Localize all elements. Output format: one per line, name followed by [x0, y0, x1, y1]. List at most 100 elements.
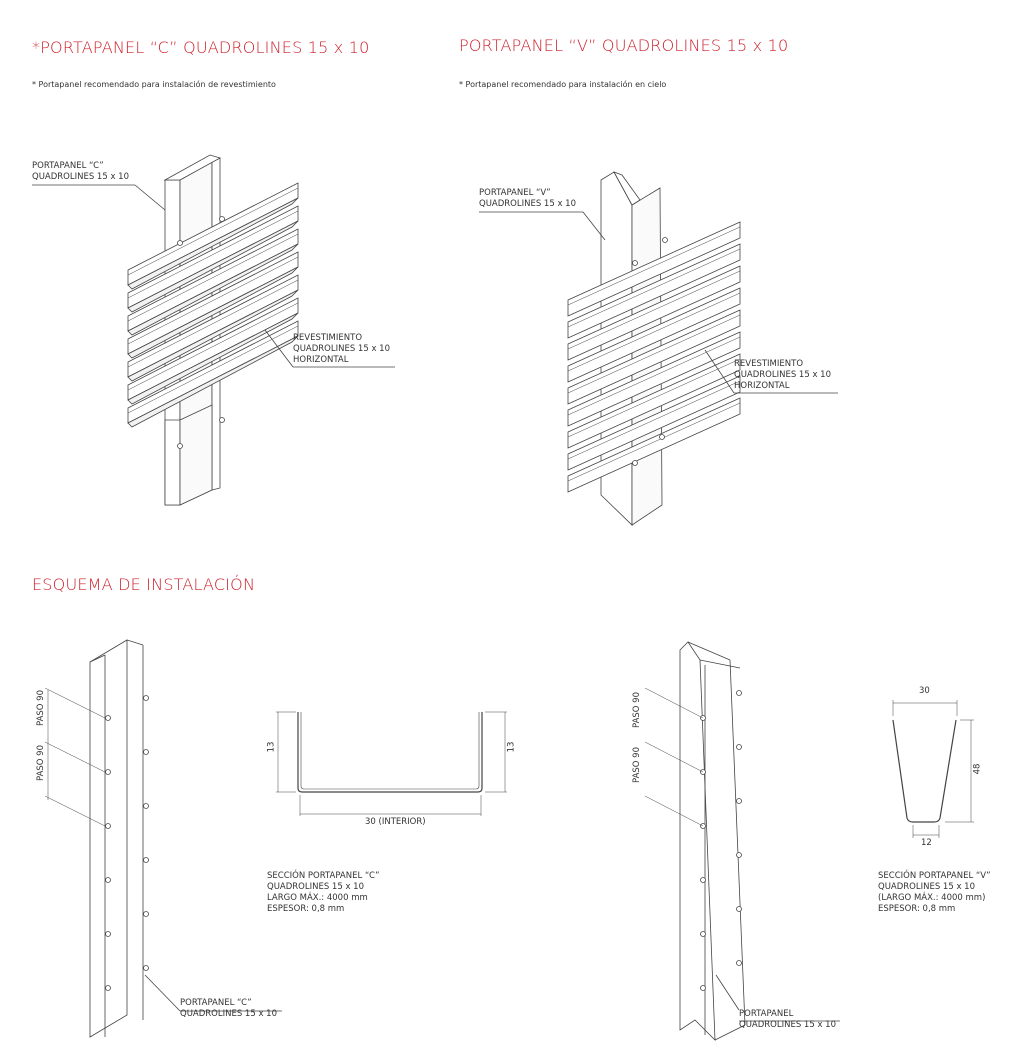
- clip-icon: [143, 911, 149, 917]
- paso-dim-line: [644, 795, 704, 827]
- elevation-c-web: [89, 639, 128, 1038]
- cladding-slat-under: [127, 243, 299, 336]
- cladding-slat: [567, 221, 741, 317]
- slat-edge: [127, 279, 299, 368]
- spec-line: (LARGO MÁX.: 4000 mm): [878, 893, 986, 903]
- clip-icon: [632, 260, 638, 266]
- cladding-slat: [567, 331, 741, 427]
- label-channel-c: PORTAPANEL “C” QUADROLINES 15 x 10: [32, 161, 129, 183]
- clip-icon: [143, 695, 149, 701]
- label-line: PORTAPANEL: [739, 1009, 794, 1019]
- section-c-profile-inner: [300, 712, 480, 790]
- spec-line: QUADROLINES 15 x 10: [878, 882, 976, 892]
- spec-c: SECCIÓN PORTAPANEL “C” QUADROLINES 15 x …: [267, 871, 380, 915]
- label-cladding-c: REVESTIMIENTO QUADROLINES 15 x 10 HORIZO…: [293, 333, 390, 366]
- spec-line: QUADROLINES 15 x 10: [267, 882, 365, 892]
- note-portapanel-v: * Portapanel recomendado para instalació…: [459, 80, 667, 89]
- clip-icon: [143, 803, 149, 809]
- elevation-v-edge: [699, 659, 741, 669]
- clip-icon: [143, 749, 149, 755]
- label-line: REVESTIMIENTO: [734, 359, 804, 369]
- clip-icon: [105, 823, 111, 829]
- clip-icon: [105, 877, 111, 883]
- paso-label: PASO 90: [36, 744, 47, 782]
- title-portapanel-v: PORTAPANEL “V” QUADROLINES 15 x 10: [459, 36, 789, 55]
- cladding-slat: [567, 375, 741, 471]
- clip-icon: [632, 460, 638, 466]
- spec-v: SECCIÓN PORTAPANEL “V” QUADROLINES 15 x …: [878, 871, 991, 915]
- clip-icon: [700, 931, 706, 937]
- dim-bottom: 12: [921, 838, 932, 848]
- channel-v-top: [613, 171, 641, 206]
- label-line: PORTAPANEL “C”: [32, 161, 104, 171]
- clip-icon: [736, 744, 742, 750]
- leader: [704, 349, 735, 394]
- title-esquema: ESQUEMA DE INSTALACIÓN: [32, 575, 256, 594]
- label-line: QUADROLINES 15 x 10: [479, 199, 577, 209]
- cladding-slat-under: [127, 289, 299, 382]
- paso-label: PASO 90: [632, 746, 643, 784]
- label-line: REVESTIMIENTO: [293, 333, 363, 343]
- clip-icon: [736, 960, 742, 966]
- label-line: PORTAPANEL “V”: [479, 188, 551, 198]
- slat-edge: [567, 292, 741, 372]
- cladding-slat: [567, 397, 741, 493]
- cladding-slat: [567, 243, 741, 339]
- paso-label: PASO 90: [632, 691, 643, 729]
- elevation-c-edge: [89, 654, 106, 663]
- elevation-v-edge: [687, 641, 731, 661]
- elevation-v-edge: [729, 659, 746, 1026]
- slat-edge: [567, 226, 741, 306]
- channel-c-front-lower: [164, 419, 181, 506]
- dim-bottom: 30 (INTERIOR): [365, 817, 426, 827]
- label-line: QUADROLINES 15 x 10: [180, 1009, 278, 1019]
- clip-icon: [105, 715, 111, 721]
- clip-icon: [662, 237, 668, 243]
- elevation-v-flange: [679, 641, 716, 1042]
- clip-icon: [177, 240, 183, 246]
- elevation-c-edge: [126, 639, 144, 646]
- note-portapanel-c: * Portapanel recomendado para instalació…: [32, 80, 276, 89]
- paso-dim-line: [644, 687, 704, 719]
- spec-line: ESPESOR: 0,8 mm: [878, 904, 956, 914]
- paso-dim-line: [44, 741, 106, 773]
- cladding-slat-under: [127, 335, 299, 428]
- channel-c-top: [163, 154, 222, 181]
- cladding-slat-under: [127, 197, 299, 290]
- clip-icon: [736, 798, 742, 804]
- spec-line: ESPESOR: 0,8 mm: [267, 904, 345, 914]
- label-elevation-v: PORTAPANEL QUADROLINES 15 x 10: [739, 1009, 836, 1031]
- label-line: HORIZONTAL: [734, 381, 790, 391]
- paso-dim-line: [44, 795, 106, 827]
- clip-icon: [219, 216, 225, 222]
- section-v-profile: [892, 719, 957, 823]
- cladding-slat: [567, 287, 741, 383]
- label-channel-v: PORTAPANEL “V” QUADROLINES 15 x 10: [479, 188, 576, 210]
- paso-dim-line: [44, 687, 106, 719]
- slat-edge: [567, 248, 741, 328]
- slat-edge: [127, 256, 299, 345]
- clip-icon: [736, 906, 742, 912]
- slat-edge: [567, 314, 741, 394]
- leader: [715, 974, 740, 1011]
- paso-label: PASO 90: [36, 689, 47, 727]
- dim-left: 13: [266, 741, 277, 753]
- slat-edge: [127, 325, 299, 414]
- clip-icon: [105, 769, 111, 775]
- clip-icon: [700, 877, 706, 883]
- slat-edge: [567, 402, 741, 482]
- cladding-slat-under: [127, 266, 299, 359]
- dim-height: 48: [972, 763, 983, 775]
- cladding-slat-under: [127, 312, 299, 405]
- slat-edge: [127, 210, 299, 299]
- dim-top: 30: [919, 686, 930, 696]
- slat-edge: [127, 187, 299, 276]
- label-line: QUADROLINES 15 x 10: [32, 172, 130, 182]
- slat-edge: [567, 380, 741, 460]
- label-line: PORTAPANEL “C”: [180, 998, 252, 1008]
- clip-icon: [736, 690, 742, 696]
- label-elevation-c: PORTAPANEL “C” QUADROLINES 15 x 10: [180, 998, 277, 1020]
- spec-line: LARGO MÁX.: 4000 mm: [267, 893, 368, 903]
- dim-right: 13: [506, 741, 517, 753]
